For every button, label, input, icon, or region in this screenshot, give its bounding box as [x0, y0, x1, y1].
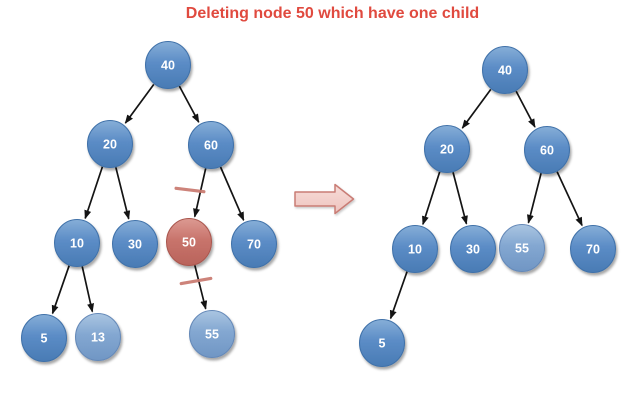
node-value-label: 30	[128, 238, 142, 252]
node-circle	[166, 218, 212, 266]
node-circle	[54, 219, 100, 267]
edge-20-10	[422, 171, 441, 226]
cut-mark-1	[174, 186, 206, 194]
tree-after-deletion-edges	[389, 88, 583, 320]
tree-node-10: 10	[54, 219, 100, 267]
node-circle	[499, 224, 545, 272]
edge-20-30	[114, 167, 131, 220]
node-value-label: 55	[515, 242, 529, 256]
node-circle	[450, 225, 496, 273]
edge-10-13	[81, 266, 95, 313]
node-circle	[424, 125, 470, 173]
node-value-label: 60	[540, 144, 554, 158]
node-circle	[145, 41, 191, 89]
tree-node-20: 20	[87, 120, 133, 168]
transformation-arrow-icon	[294, 183, 355, 215]
tree-node-5: 5	[21, 314, 67, 362]
tree-after-deletion: 40 20 60 10 30 55 70 5	[359, 46, 616, 367]
node-circle	[392, 225, 438, 273]
tree-node-13: 13	[75, 313, 121, 361]
node-value-label: 20	[103, 138, 117, 152]
node-value-label: 55	[205, 328, 219, 342]
node-value-label: 10	[408, 243, 422, 257]
node-circle	[87, 120, 133, 168]
tree-node-60: 60	[188, 121, 234, 169]
tree-node-55: 55	[189, 310, 235, 358]
node-circle	[112, 220, 158, 268]
tree-node-5: 5	[359, 319, 405, 367]
node-value-label: 20	[440, 143, 454, 157]
node-circle	[189, 310, 235, 358]
edge-50-55	[193, 265, 208, 310]
edge-10-5	[51, 265, 70, 315]
node-value-label: 13	[91, 331, 105, 345]
node-circle	[188, 121, 234, 169]
cut-mark-2	[179, 276, 213, 286]
node-circle	[524, 126, 570, 174]
edge-40-60	[515, 90, 536, 128]
node-value-label: 30	[466, 243, 480, 257]
nodes-layer: 40 20 60 10 30 50 70 5 13 55 40 20 60 10 30 55 70 5	[21, 41, 616, 367]
node-circle	[231, 220, 277, 268]
edge-40-20	[124, 83, 155, 124]
node-circle	[75, 313, 121, 361]
node-value-label: 40	[498, 64, 512, 78]
tree-node-50: 50	[166, 218, 212, 266]
tree-node-10: 10	[392, 225, 438, 273]
edge-20-10	[84, 166, 104, 220]
node-value-label: 60	[204, 139, 218, 153]
edge-60-70	[219, 166, 245, 222]
edge-40-20	[461, 88, 492, 129]
edge-20-30	[452, 172, 468, 225]
edge-60-55	[527, 173, 542, 224]
node-value-label: 50	[182, 236, 196, 250]
tree-node-70: 70	[231, 220, 277, 268]
node-value-label: 10	[70, 237, 84, 251]
tree-before-deletion-edges	[51, 83, 245, 315]
tree-node-70: 70	[570, 225, 616, 273]
node-value-label: 5	[41, 332, 48, 346]
tree-node-30: 30	[450, 225, 496, 273]
tree-node-30: 30	[112, 220, 158, 268]
node-circle	[482, 46, 528, 94]
node-value-label: 70	[247, 238, 261, 252]
tree-node-60: 60	[524, 126, 570, 174]
tree-node-40: 40	[145, 41, 191, 89]
diagram-title: Deleting node 50 which have one child	[185, 5, 480, 22]
tree-node-40: 40	[482, 46, 528, 94]
node-value-label: 5	[379, 337, 386, 351]
node-value-label: 40	[161, 59, 175, 73]
edge-10-5	[389, 271, 408, 320]
tree-node-55: 55	[499, 224, 545, 272]
node-circle	[570, 225, 616, 273]
edge-60-70	[556, 171, 583, 227]
node-circle	[359, 319, 405, 367]
tree-node-20: 20	[424, 125, 470, 173]
tree-before-deletion: 40 20 60 10 30 50 70 5 13 55	[21, 41, 277, 362]
edge-40-60	[178, 85, 200, 123]
edges-layer	[51, 83, 583, 320]
cut-marks-layer	[174, 186, 213, 286]
node-value-label: 70	[586, 243, 600, 257]
node-circle	[21, 314, 67, 362]
